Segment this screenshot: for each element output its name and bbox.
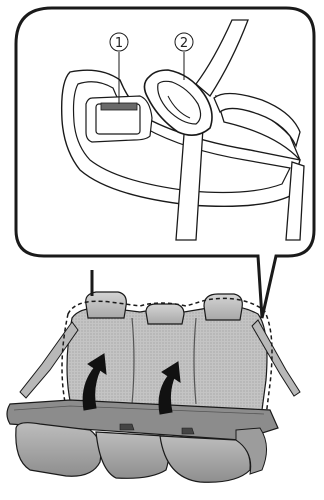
detail-callout: 1 2 bbox=[14, 6, 316, 319]
belt-guide bbox=[143, 69, 213, 136]
seat-belt bbox=[175, 19, 305, 241]
callout-marker-2: 2 bbox=[174, 32, 194, 52]
callout-number-1: 1 bbox=[115, 36, 123, 51]
rear-seat bbox=[6, 270, 301, 483]
callout-number-2: 2 bbox=[180, 36, 188, 51]
cargo-floor bbox=[6, 399, 279, 441]
belt-right bbox=[251, 319, 301, 397]
side-trim bbox=[235, 427, 267, 475]
seat-cushion-right bbox=[159, 435, 251, 483]
seat-cushion-left bbox=[15, 422, 102, 477]
latch-housing bbox=[60, 69, 301, 208]
seat-back-highlight bbox=[61, 297, 273, 417]
fold-arrow-left-icon bbox=[82, 353, 107, 411]
callout-marker-1: 1 bbox=[109, 32, 129, 52]
release-button bbox=[100, 102, 138, 111]
headrest-left bbox=[85, 291, 127, 319]
fold-arrow-right-icon bbox=[158, 361, 181, 415]
belt-left bbox=[19, 321, 79, 399]
headrest-right bbox=[203, 293, 243, 321]
belt-guide-band bbox=[213, 92, 301, 148]
headrest-center bbox=[145, 303, 185, 325]
seat-cushion-center bbox=[95, 431, 170, 479]
